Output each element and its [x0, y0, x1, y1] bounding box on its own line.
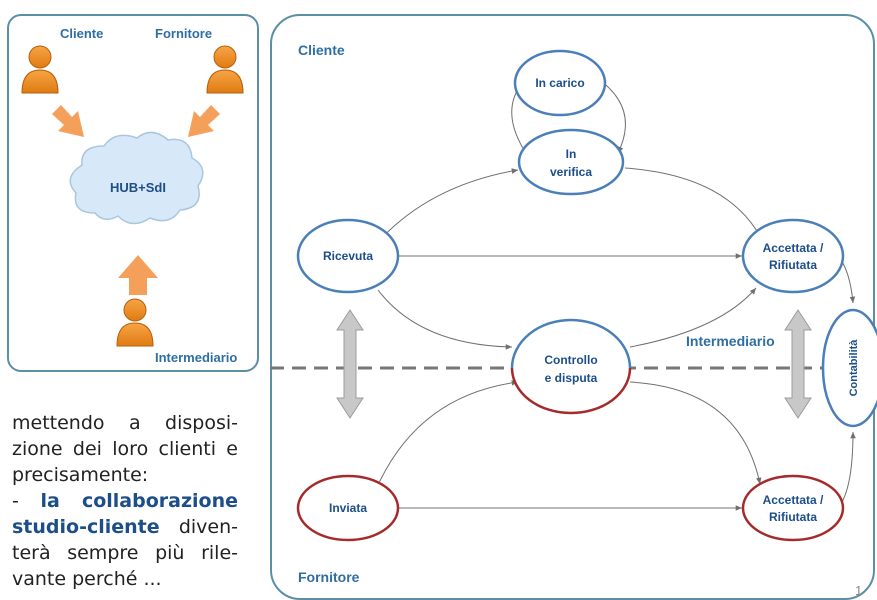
article-bold: la collaborazione studio-cliente — [12, 490, 238, 538]
flow-connectors — [377, 77, 856, 511]
state-accepted-bottom-line2: Rifiutata — [769, 510, 817, 524]
left-supplier-label: Fornitore — [155, 26, 212, 41]
state-accounting-label: Contabilità — [848, 339, 860, 397]
state-control-line1: Controllo — [544, 353, 597, 367]
arrow-supplier-to-hub-icon — [188, 105, 220, 137]
arrow-intermediary-to-hub-icon — [118, 255, 158, 295]
arrow-client-to-hub-icon — [52, 105, 84, 137]
state-accepted-bottom — [741, 474, 845, 542]
state-accepted-top — [741, 218, 845, 294]
state-control-dispute — [510, 318, 632, 415]
state-received-label: Ricevuta — [323, 249, 373, 263]
zone-client-label: Cliente — [298, 42, 345, 58]
double-arrow-right-icon — [784, 309, 812, 419]
state-received — [296, 218, 400, 294]
state-in-charge-label: In carico — [535, 76, 584, 90]
state-in-charge — [513, 49, 607, 117]
article-text: mettendo a disposi-zione dei loro client… — [12, 410, 238, 592]
state-accepted-top-line2: Rifiutata — [769, 258, 817, 272]
left-intermediary-label: Intermediario — [155, 350, 237, 365]
state-control-line2: e disputa — [545, 371, 598, 385]
state-accepted-top-line1: Accettata / — [763, 241, 824, 255]
left-panel — [7, 14, 259, 372]
client-person-icon — [21, 45, 59, 94]
state-sent-label: Inviata — [329, 501, 367, 515]
zone-intermediary-label: Intermediario — [686, 333, 775, 349]
state-sent — [296, 474, 400, 542]
page-number: 1 — [855, 583, 863, 598]
article-text-before: mettendo a disposi-zione dei loro client… — [12, 412, 238, 486]
right-panel — [270, 14, 875, 600]
hub-cloud-icon — [69, 131, 204, 225]
left-client-label: Cliente — [60, 26, 103, 41]
article-dash: - — [12, 490, 41, 512]
article-text-after: diven-terà sempre più rile-vante perché … — [12, 516, 238, 590]
hub-label: HUB+SdI — [110, 180, 166, 195]
double-arrow-left-icon — [336, 309, 364, 419]
state-in-verify-line1: In — [566, 147, 577, 161]
state-accounting — [821, 308, 877, 428]
state-in-verify — [517, 128, 625, 196]
zone-supplier-label: Fornitore — [298, 569, 360, 585]
intermediary-person-icon — [116, 298, 154, 347]
supplier-person-icon — [206, 45, 244, 94]
state-in-verify-line2: verifica — [550, 165, 592, 179]
state-accepted-bottom-line1: Accettata / — [763, 493, 824, 507]
